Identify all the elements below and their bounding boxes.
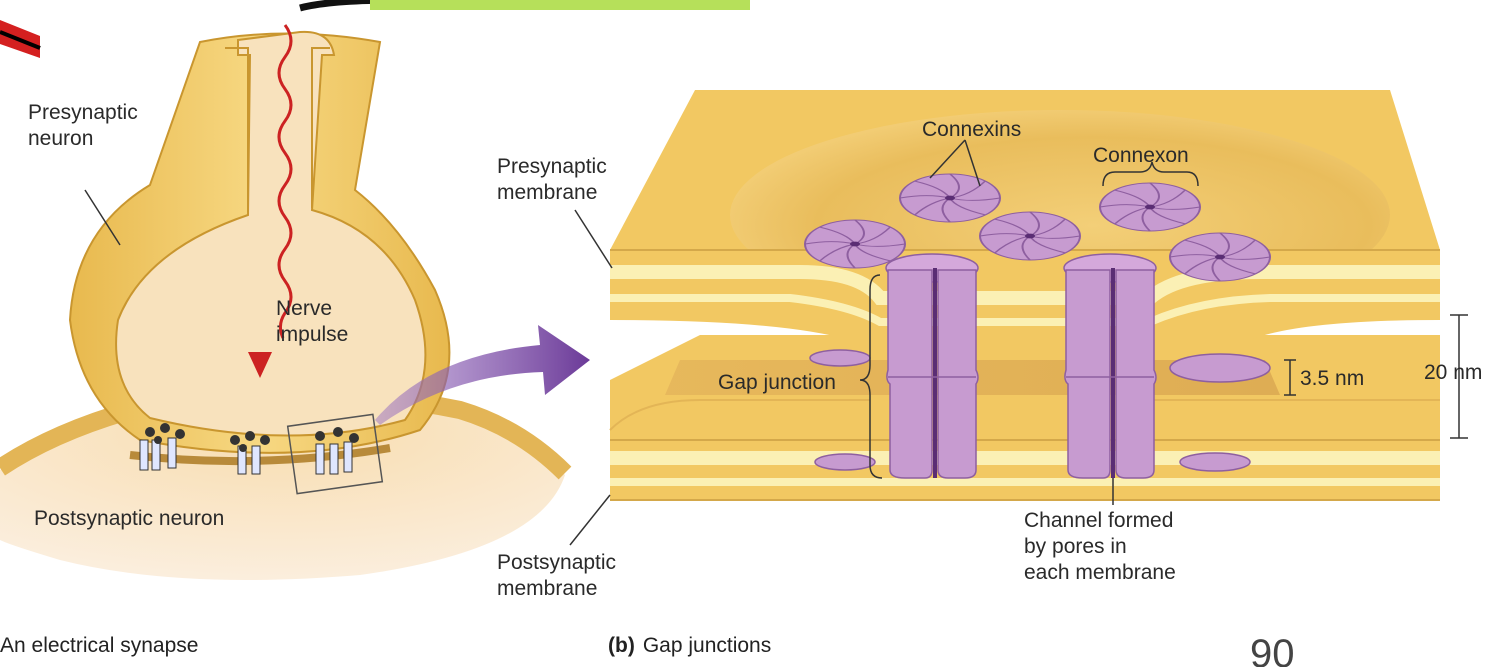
- gap-junction-channel-1: [885, 253, 979, 479]
- nerve-impulse-wave: [277, 24, 293, 339]
- gap-width-label: 3.5 nm: [1300, 367, 1365, 390]
- postsynaptic-membrane-label: Postsynaptic membrane: [497, 551, 617, 600]
- caption-electrical-synapse: An electrical synapse: [0, 634, 199, 657]
- channel-label: Channel formed by pores in each membrane: [1024, 509, 1176, 584]
- presynaptic-cytoplasm: [115, 30, 427, 437]
- caption-gap-junctions: (b) Gap junctions: [608, 634, 771, 658]
- presynaptic-membrane-leader: [574, 209, 613, 269]
- gap-junction-bracket: [859, 274, 883, 479]
- magnify-box: [286, 413, 384, 495]
- top-stroke-green: [370, 0, 750, 10]
- connexins-pointer: [929, 139, 981, 187]
- connexon-rosette-3: [979, 211, 1081, 261]
- caption-letter: (b): [608, 634, 635, 657]
- gap-junction-channel-2: [1063, 253, 1157, 479]
- gap-width-bar: [1284, 359, 1296, 396]
- zoom-arrow: [375, 325, 590, 425]
- lower-membrane-body: [610, 440, 1440, 500]
- caption-text: Gap junctions: [642, 634, 772, 657]
- total-width-label: 20 nm: [1424, 361, 1483, 384]
- connexins-label: Connexins: [922, 118, 1022, 141]
- total-width-bar: [1450, 314, 1468, 439]
- connexon-rosette-1: [899, 173, 1001, 223]
- nerve-impulse-label: Nerve impulse: [276, 297, 349, 346]
- gap-junction-cluster-1: [139, 423, 185, 471]
- electrical-synapse-illustration: [0, 24, 572, 580]
- gap-junction-label: Gap junction: [718, 371, 836, 394]
- postsynaptic-membrane-leader: [569, 494, 611, 546]
- corner-mark-black: [0, 30, 41, 50]
- gap-junction-cluster-2: [230, 431, 270, 475]
- gap-junction-illustration: [569, 90, 1468, 546]
- gap-junction-cluster-3: [315, 427, 359, 475]
- nerve-impulse-arrowhead: [248, 352, 272, 378]
- connexon-rosette-5: [1169, 232, 1271, 282]
- presynaptic-neuron-leader: [84, 189, 121, 246]
- presynaptic-membrane-label: Presynaptic membrane: [497, 155, 607, 204]
- presynaptic-neuron-label: Presynaptic neuron: [28, 101, 138, 150]
- connexon-bracket: [1102, 161, 1199, 187]
- corner-number: 90: [1250, 632, 1295, 667]
- connexon-label: Connexon: [1093, 144, 1189, 167]
- postsynaptic-neuron-label: Postsynaptic neuron: [34, 507, 225, 530]
- connexon-rosette-4: [804, 219, 906, 269]
- connexon-rosette-2: [1099, 182, 1201, 232]
